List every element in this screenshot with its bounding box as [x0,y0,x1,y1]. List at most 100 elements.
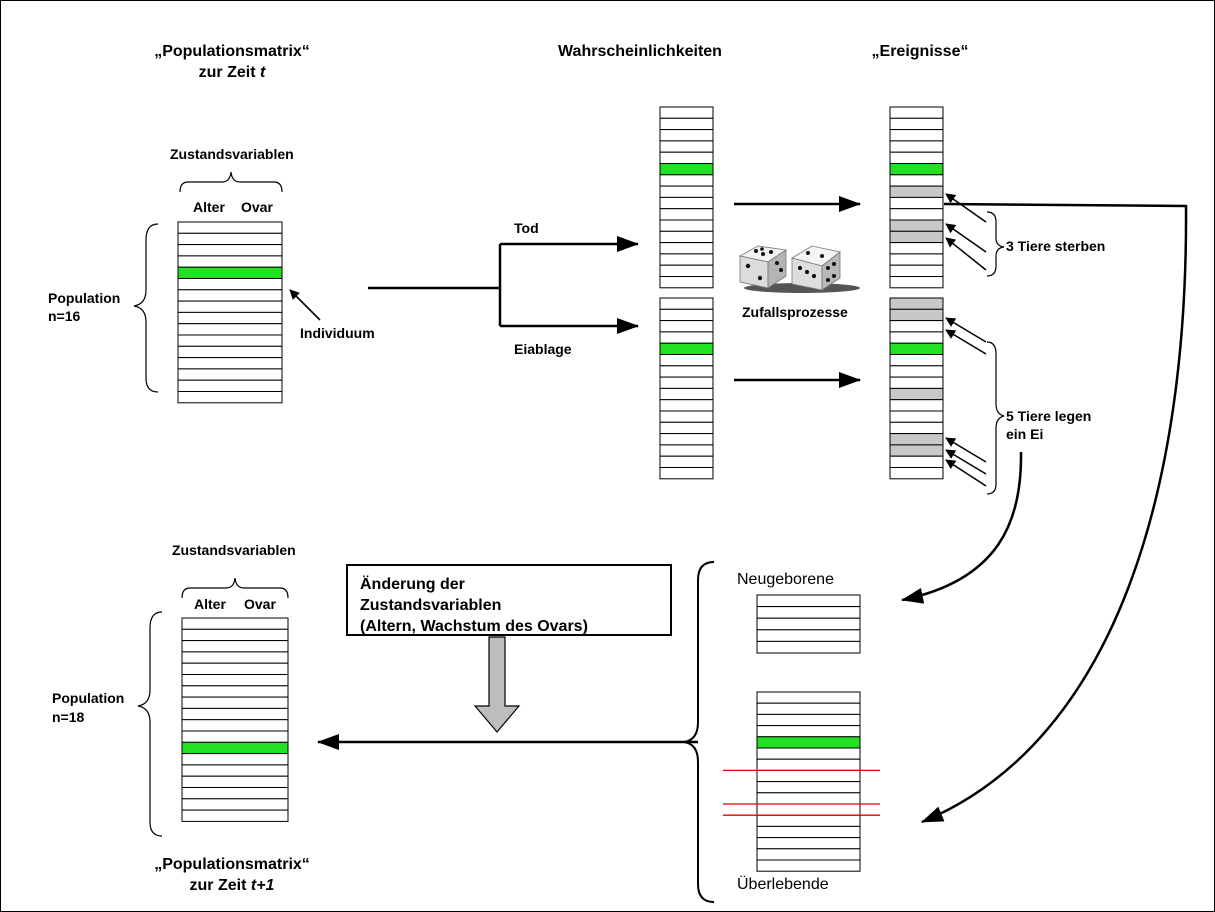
matrix-row [659,106,714,119]
matrix-row [756,814,861,827]
matrix-t-time-var: t [260,64,266,81]
col-alter-top: Alter [193,199,225,215]
matrix-row [177,244,283,257]
matrix-row [756,747,861,760]
matrix-row [889,308,944,322]
death-branch-label: Tod [514,220,539,236]
dice-icon [738,245,860,293]
death-events-label: 3 Tiere sterben [1006,238,1106,254]
matrix-row [181,809,289,822]
matrix-row [177,311,283,325]
newborns-matrix [756,594,861,654]
events-matrix-death [889,106,944,289]
matrix-row [659,467,714,480]
population-matrix-t [177,221,283,404]
matrix-row [889,253,944,266]
state-change-line1: Änderung der [360,576,465,593]
matrix-row [181,628,289,642]
matrix-row [177,334,283,347]
matrix-row [177,300,283,313]
probability-matrix-egg [659,297,714,480]
matrix-row [889,354,944,367]
matrix-row [659,399,714,412]
matrix-t1-time-prefix: zur Zeit [189,877,251,894]
events-title: „Ereignisse“ [871,43,969,60]
matrix-row [659,208,714,221]
population-n-top: n=16 [48,308,81,324]
individual-label: Individuum [300,325,375,341]
matrix-row [181,651,289,664]
state-vars-label-bottom: Zustandsvariablen [172,542,296,558]
matrix-row [756,758,861,771]
matrix-row [659,444,714,457]
matrix-row [659,376,714,389]
population-matrix-t1 [181,617,289,822]
population-label-bottom: Population [52,690,125,706]
death-pointer-1 [945,193,987,223]
matrix-t1-subtitle: zur Zeit t+1 [112,877,352,895]
matrix-row [177,323,283,336]
matrix-row [756,792,861,805]
egg-pointer-2 [945,329,987,355]
matrix-row [181,640,289,653]
matrix-row [889,230,944,244]
matrix-row [756,736,861,749]
death-to-survivors-curve [921,202,1188,824]
matrix-row [177,391,283,404]
matrix-row [177,255,283,268]
matrix-row [756,702,861,715]
matrix-row [181,685,289,698]
matrix-row [659,342,714,356]
matrix-t-time-prefix: zur Zeit [198,64,260,81]
matrix-row [889,297,944,310]
matrix-row [889,410,944,423]
matrix-row [181,730,289,743]
egg-branch-label: Eiablage [514,341,572,357]
matrix-row [756,803,861,816]
state-vars-label-top: Zustandsvariablen [170,146,294,162]
state-change-line3: (Altern, Wachstum des Ovars) [360,618,588,635]
matrix-row [756,640,861,654]
matrix-row [756,825,861,839]
col-ovar-bottom: Ovar [244,596,276,612]
matrix-row [756,713,861,727]
matrix-t-title: „Populationsmatrix“ [154,43,310,60]
matrix-row [756,617,861,631]
population-brace-top [133,223,159,393]
matrix-row [756,848,861,861]
matrix-t-subtitle: zur Zeit t [112,64,352,82]
matrix-row [181,753,289,766]
matrix-row [181,662,289,676]
matrix-row [889,387,944,401]
matrix-row [756,606,861,619]
matrix-row [889,208,944,221]
matrix-row [889,163,944,176]
col-ovar-top: Ovar [241,199,273,215]
egg-events-label-line2: ein Ei [1006,426,1044,442]
egg-pointer-1 [945,317,987,343]
population-label-top: Population [48,290,121,306]
egg-events-label-line1: 5 Tiere legen [1006,408,1092,424]
egg-brace [986,341,1005,495]
matrix-row [181,719,289,732]
matrix-row [889,264,944,278]
matrix-row [889,376,944,389]
matrix-row [756,781,861,794]
matrix-row [889,467,944,480]
egg-pointer-3 [945,437,987,463]
matrix-row [889,342,944,356]
individual-arrow [289,289,321,321]
death-pointer-3 [945,237,987,271]
matrix-row [659,433,714,446]
probabilities-title: Wahrscheinlichkeiten [558,43,722,60]
matrix-row [756,725,861,738]
matrix-row [889,242,944,255]
matrix-row [889,320,944,333]
matrix-row [659,117,714,131]
matrix-row [889,196,944,210]
matrix-row [889,331,944,344]
matrix-row [659,264,714,278]
matrix-row [889,444,944,457]
events-matrix-egg [889,297,944,480]
matrix-row [177,379,283,393]
